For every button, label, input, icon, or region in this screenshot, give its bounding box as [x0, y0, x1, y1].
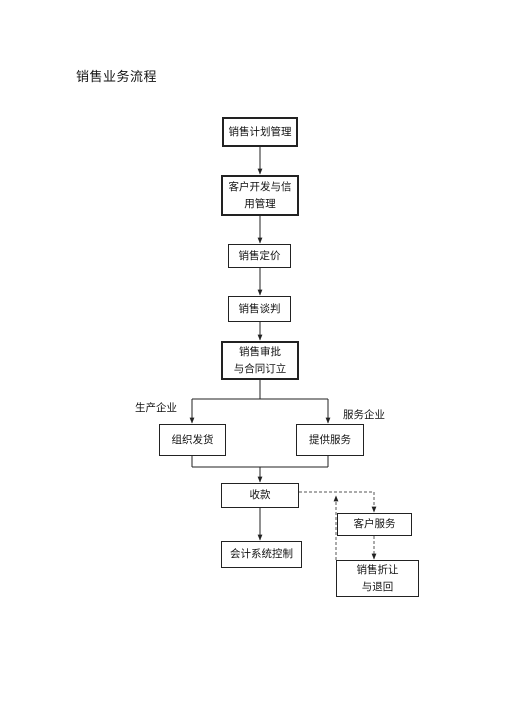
step-customer-dev: 客户开发与信 用管理	[221, 175, 299, 216]
step-provide-service: 提供服务	[296, 424, 364, 456]
step-returns-allowance: 销售折让 与退回	[336, 560, 419, 597]
step-approval-contract: 销售审批 与合同订立	[221, 341, 299, 380]
step-negotiation: 销售谈判	[228, 296, 291, 322]
step-sales-plan: 销售计划管理	[222, 117, 298, 147]
step-pricing-label: 销售定价	[238, 249, 281, 262]
branch-label-service: 服务企业	[343, 409, 385, 421]
step-collection: 收款	[221, 483, 299, 508]
step-returns-line1: 销售折让	[356, 563, 399, 576]
step-customer-dev-line1: 客户开发与信	[228, 180, 292, 193]
step-approval-line1: 销售审批	[239, 345, 281, 358]
step-pricing: 销售定价	[228, 244, 291, 268]
step-customer-service: 客户服务	[337, 513, 412, 536]
step-returns-line2: 与退回	[361, 580, 394, 593]
step-accounting-control: 会计系统控制	[221, 541, 302, 568]
step-accounting-label: 会计系统控制	[230, 548, 293, 560]
step-collection-label: 收款	[249, 489, 271, 501]
page-title: 销售业务流程	[76, 70, 158, 85]
step-negotiation-label: 销售谈判	[238, 302, 281, 315]
step-ship-label: 组织发货	[171, 433, 214, 446]
step-customer-dev-line2: 用管理	[244, 197, 276, 210]
step-ship: 组织发货	[159, 424, 226, 456]
branch-label-production: 生产企业	[135, 402, 177, 414]
step-sales-plan-label: 销售计划管理	[228, 125, 292, 138]
step-approval-line2: 与合同订立	[233, 362, 287, 375]
step-customer-service-label: 客户服务	[353, 518, 396, 530]
step-provide-service-label: 提供服务	[309, 433, 351, 446]
